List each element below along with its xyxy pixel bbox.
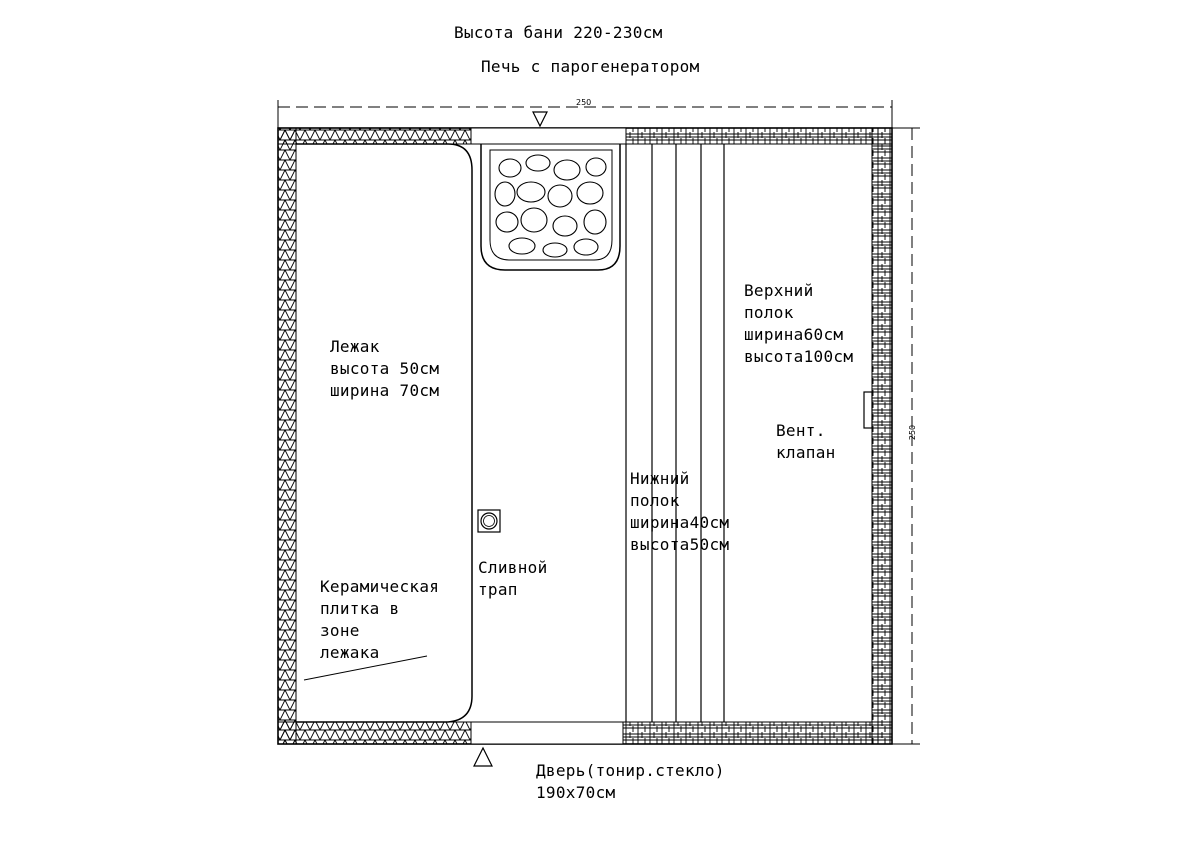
tile-leader-line [303,655,428,681]
wall-right [871,127,893,745]
vent-valve [863,391,873,429]
dimension-lines [277,100,920,745]
lounger-outline [296,143,473,723]
wall-left [277,127,297,745]
stove-marker-triangle [532,111,548,128]
drain-trap [477,509,501,533]
height-note: Высота бани 220-230см [454,23,663,42]
stove [480,144,621,271]
stove-stones [494,154,607,258]
drain-label: Сливной трап [478,558,548,599]
lounger-label: Лежак высота 50см ширина 70см [330,337,440,400]
shelf-boards [625,144,725,722]
wall-bottom-left [277,721,472,745]
wall-bottom-right [622,721,893,745]
door-marker-triangle [473,746,493,767]
upper-shelf-label: Верхний полок ширина60см высота100см [744,281,854,366]
depth-dimension: 250 [908,424,918,441]
stove-opening [470,127,627,145]
width-dimension: 250 [576,98,592,107]
door-opening [470,721,624,745]
vent-label: Вент. клапан [776,421,836,462]
wall-top-left [277,127,472,145]
wall-top-right [625,127,893,145]
door-label: Дверь(тонир.стекло) 190x70см [536,761,725,802]
tile-label: Керамическая плитка в зоне лежака [320,577,440,662]
stove-label: Печь с парогенератором [481,57,700,76]
lower-shelf-label: Нижний полок ширина40см высота50см [630,469,730,554]
